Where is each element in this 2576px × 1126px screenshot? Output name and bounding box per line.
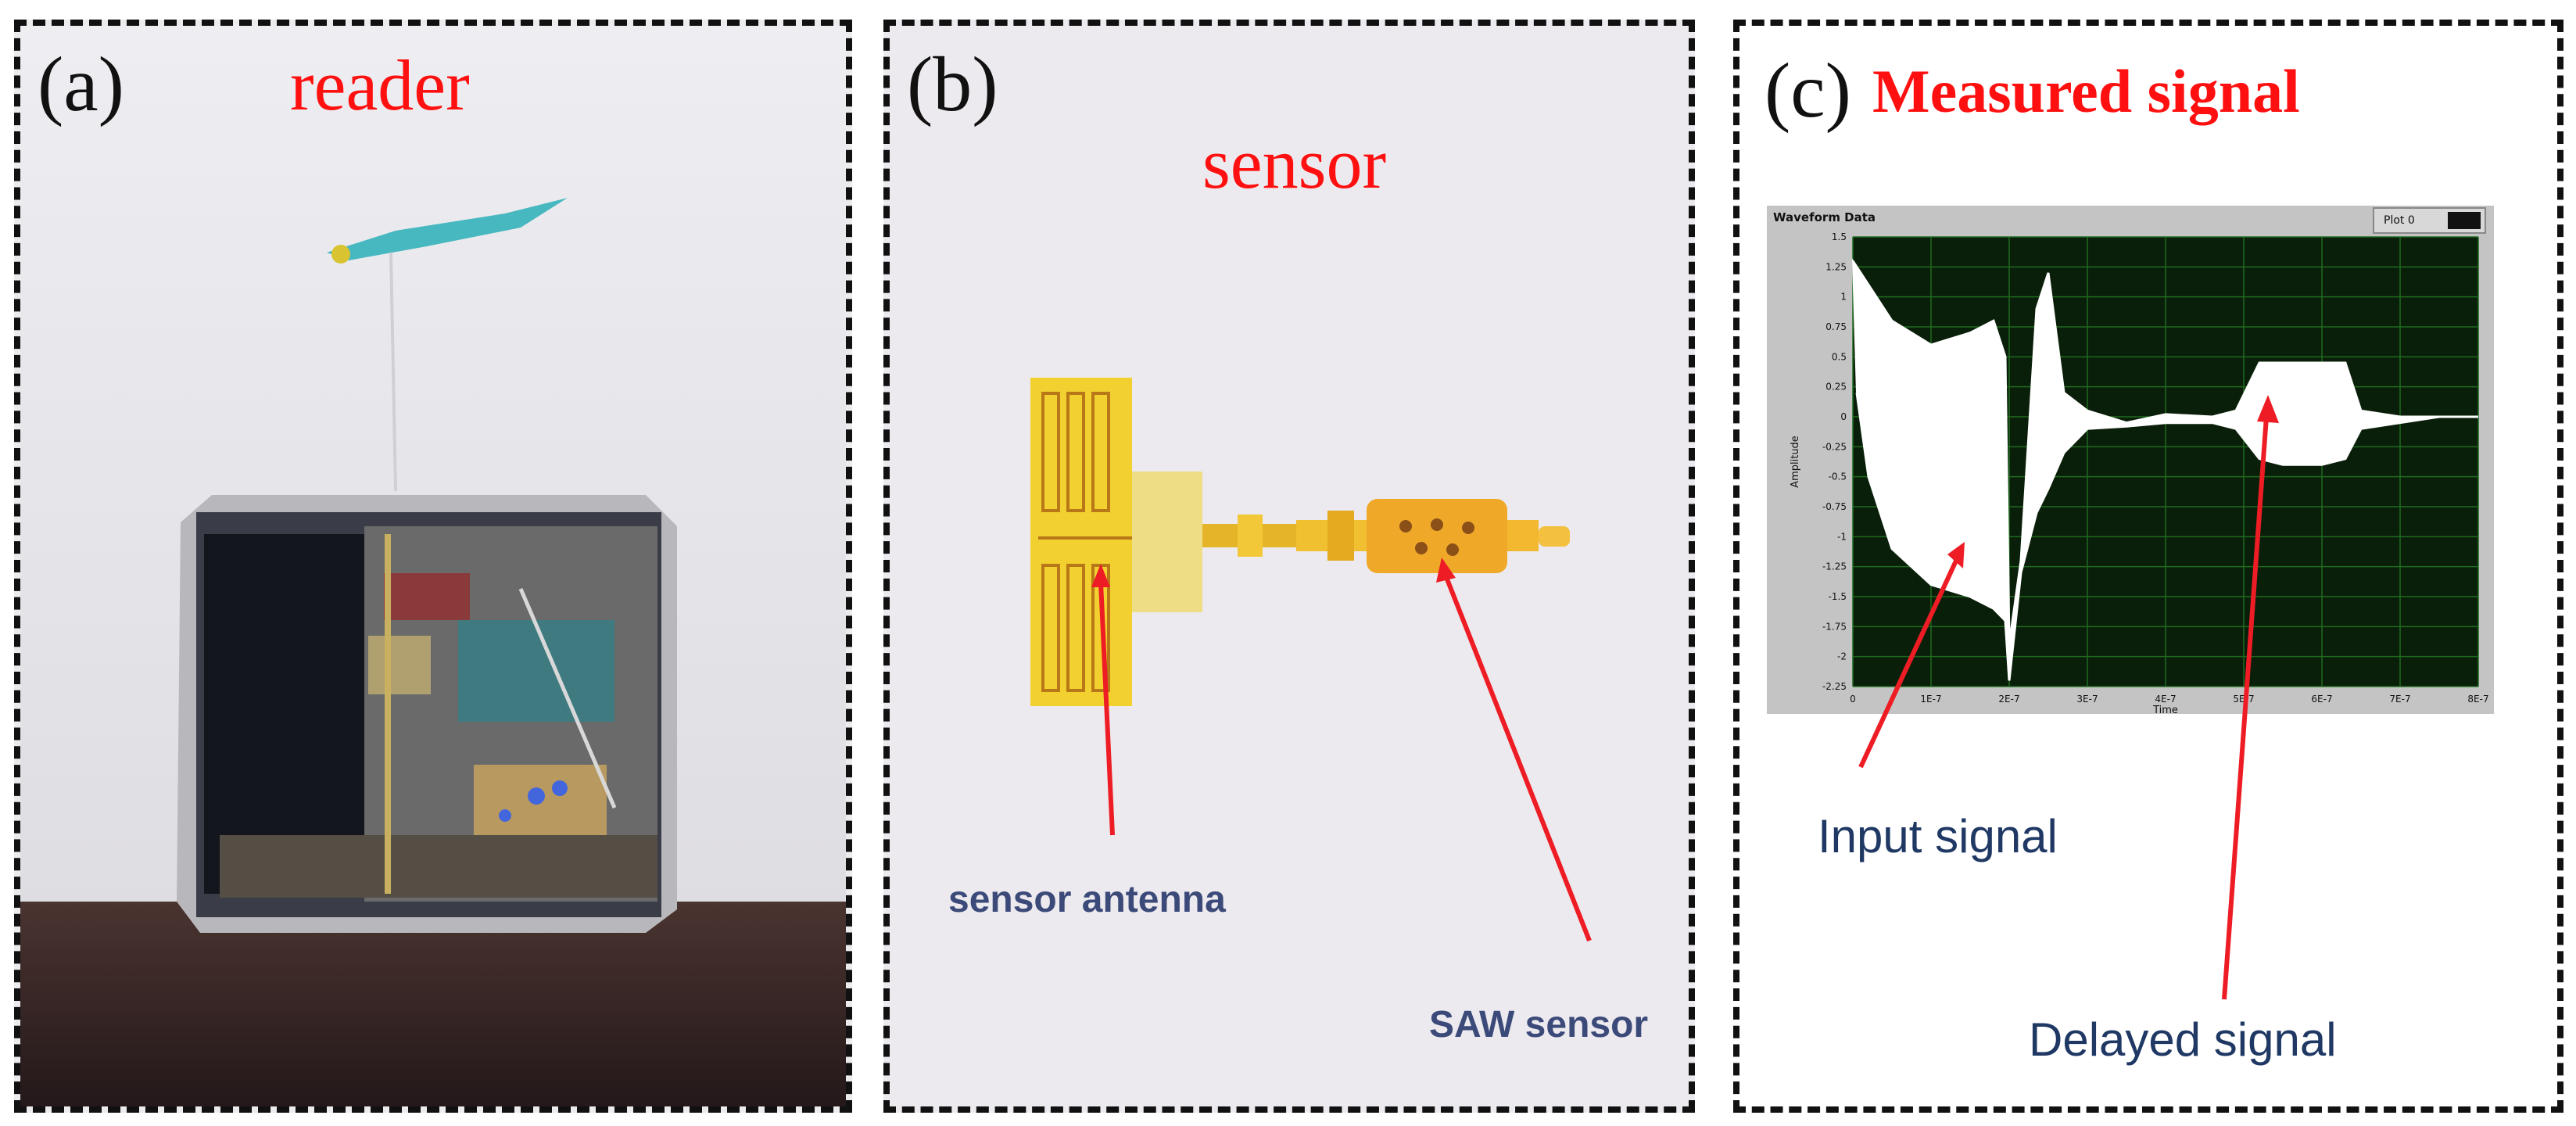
plot-legend[interactable]: Plot 0 bbox=[2373, 207, 2486, 234]
saw-housing bbox=[1367, 499, 1507, 573]
y-tick-label: 0 bbox=[1840, 411, 1847, 422]
y-tick-label: -2 bbox=[1837, 651, 1847, 662]
signal-lower-line bbox=[1855, 393, 2478, 681]
antenna-icon bbox=[327, 198, 568, 260]
y-tick-label: 0.5 bbox=[1832, 351, 1847, 362]
arrow-to-antenna bbox=[1098, 582, 1115, 836]
panel-c-measured-signal: (c) Measured signal Waveform Data Plot 0… bbox=[1733, 20, 2563, 1113]
panel-b-title: sensor bbox=[1202, 124, 1387, 203]
panel-c-tag: (c) bbox=[1765, 47, 1851, 134]
sensor-photo bbox=[1030, 378, 1592, 942]
x-tick-label: 7E-7 bbox=[2389, 694, 2410, 705]
x-tick-label: 8E-7 bbox=[2467, 694, 2488, 705]
y-tick-label: 1 bbox=[1840, 292, 1847, 303]
y-tick-label: -2.25 bbox=[1822, 681, 1847, 692]
x-tick-label: 4E-7 bbox=[2155, 694, 2176, 705]
y-tick-label: 1.5 bbox=[1832, 231, 1847, 242]
x-tick-label: 5E-7 bbox=[2233, 694, 2254, 705]
y-tick-label: -1 bbox=[1837, 531, 1847, 542]
panel-a-title: reader bbox=[290, 45, 470, 125]
label-sensor-antenna: sensor antenna bbox=[948, 879, 1226, 920]
legend-swatch-icon bbox=[2448, 212, 2481, 229]
reader-photo bbox=[20, 26, 846, 1106]
x-tick-label: 6E-7 bbox=[2311, 694, 2332, 705]
panel-a-tag: (a) bbox=[38, 41, 124, 127]
x-tick-label: 3E-7 bbox=[2076, 694, 2098, 705]
y-tick-label: -1.75 bbox=[1822, 621, 1847, 632]
y-tick-label: 0.75 bbox=[1825, 321, 1847, 332]
y-tick-label: -1.5 bbox=[1829, 591, 1847, 602]
y-tick-label: -0.25 bbox=[1822, 441, 1847, 452]
x-tick-label: 1E-7 bbox=[1920, 694, 1941, 705]
panel-a-reader: (a) reader bbox=[14, 20, 852, 1113]
label-saw-sensor: SAW sensor bbox=[1429, 1004, 1649, 1045]
x-tick-label: 0 bbox=[1850, 694, 1856, 705]
panel-c-title: Measured signal bbox=[1872, 57, 2300, 125]
y-axis-label: Amplitude bbox=[1790, 436, 1801, 488]
y-tick-label: -0.75 bbox=[1822, 501, 1847, 512]
label-delayed-signal: Delayed signal bbox=[2029, 1013, 2337, 1066]
signal-upper-line bbox=[1851, 260, 2478, 645]
x-axis-label: Time bbox=[2152, 705, 2178, 714]
waveform-graph: Waveform Data Plot 0 0 1E-7 2E-7 3E-7 4E-7 5E… bbox=[1767, 206, 2494, 714]
legend-label: Plot 0 bbox=[2384, 214, 2415, 227]
panel-b-sensor: (b) sensor sensor antenna SAW sensor bbox=[883, 20, 1695, 1113]
battery-pack bbox=[204, 534, 364, 894]
chart-title: Waveform Data bbox=[1773, 210, 1876, 224]
label-input-signal: Input signal bbox=[1818, 810, 2058, 862]
y-tick-label: 0.25 bbox=[1825, 382, 1847, 393]
y-tick-label: -0.5 bbox=[1829, 472, 1847, 482]
x-tick-label: 2E-7 bbox=[1998, 694, 2019, 705]
panel-b-tag: (b) bbox=[907, 41, 998, 127]
y-tick-label: -1.25 bbox=[1822, 561, 1847, 572]
arrow-to-saw bbox=[1442, 572, 1592, 942]
y-tick-label: 1.25 bbox=[1825, 261, 1847, 272]
antenna-board bbox=[1030, 378, 1132, 706]
waveform-plot: 0 1E-7 2E-7 3E-7 4E-7 5E-7 6E-7 7E-7 8E-7 1.5 1.25… bbox=[1790, 231, 2489, 714]
